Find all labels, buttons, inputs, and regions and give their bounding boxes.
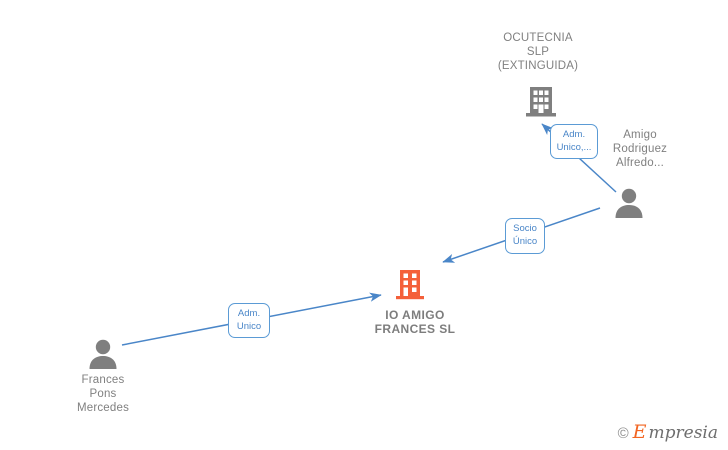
relation-badge-adm-unico-frances[interactable]: Adm. Unico xyxy=(228,303,270,338)
empresia-watermark: © E mpresia xyxy=(618,423,718,442)
person-icon xyxy=(86,337,120,376)
building-icon xyxy=(393,267,427,306)
brand-initial: E xyxy=(632,421,647,443)
person-icon xyxy=(612,186,646,225)
copyright-icon: © xyxy=(617,425,629,442)
node-label-ocutecnia: OCUTECNIA SLP (EXTINGUIDA) xyxy=(497,32,579,72)
node-label-person-frances: Frances Pons Mercedes xyxy=(76,374,130,414)
building-icon xyxy=(523,83,559,124)
node-label-person-amigo: Amigo Rodriguez Alfredo... xyxy=(612,129,668,169)
relation-badge-socio-unico[interactable]: Socio Único xyxy=(505,218,545,254)
brand-name: mpresia xyxy=(648,423,719,443)
relation-badge-adm-unico-ocutecnia[interactable]: Adm. Unico,... xyxy=(550,124,598,159)
node-label-main-company: IO AMIGO FRANCES SL xyxy=(374,308,456,336)
